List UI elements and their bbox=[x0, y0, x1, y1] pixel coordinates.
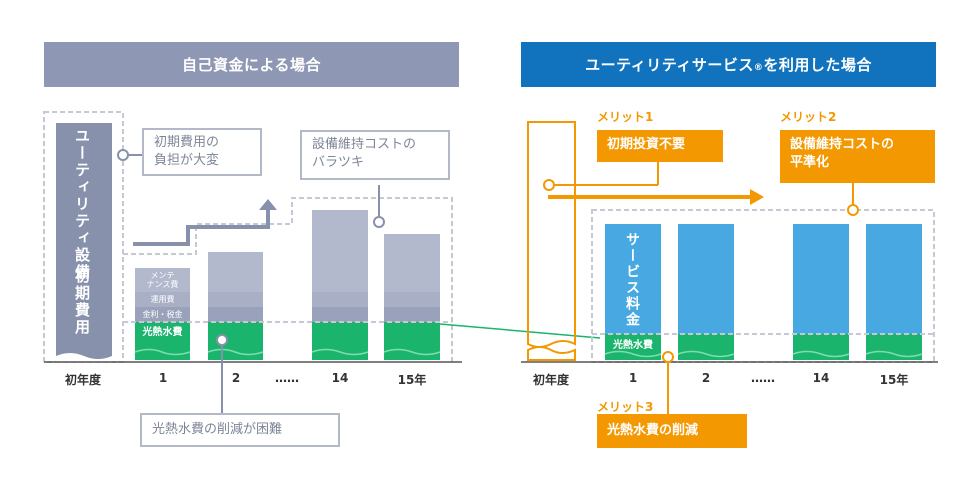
left-axis-2: 2 bbox=[231, 371, 241, 385]
left-header-text: 自己資金による場合 bbox=[181, 56, 322, 74]
bar1-operation bbox=[135, 292, 190, 307]
merit3-label: メリット3 bbox=[597, 400, 654, 414]
left-axis-15: 15年 bbox=[397, 373, 427, 387]
right-header: ユーティリティサービス®を利用した場合 bbox=[521, 42, 936, 87]
merit2-badge: 設備維持コストの 平準化 bbox=[780, 130, 935, 183]
merit1-label: メリット1 bbox=[597, 110, 654, 124]
service-bar-14 bbox=[793, 224, 849, 334]
connector-line bbox=[439, 323, 601, 339]
right-axis-ellipsis: …… bbox=[751, 371, 775, 385]
service-fee-label: サービス料金 bbox=[624, 232, 640, 328]
left-axis-ellipsis: …… bbox=[275, 371, 299, 385]
bar1-maintenance bbox=[135, 268, 190, 292]
callout-initial-burden: 初期費用の 負担が大変 bbox=[142, 128, 262, 176]
segment-operation-label: 運用費 bbox=[150, 295, 175, 304]
bar15-upper bbox=[384, 234, 440, 292]
initial-cost-bar bbox=[56, 123, 112, 360]
left-axis-initial: 初年度 bbox=[64, 373, 101, 387]
bar15-operation bbox=[384, 292, 440, 307]
bar2-interest bbox=[208, 307, 263, 322]
right-axis-1: 1 bbox=[628, 371, 638, 385]
right-axis-2: 2 bbox=[701, 371, 711, 385]
merit-arrow-head bbox=[750, 189, 764, 205]
initial-cost-label-2: 初期費用 bbox=[73, 268, 91, 336]
right-header-text: ユーティリティサービス bbox=[585, 56, 754, 74]
right-utility-label: 光熱水費 bbox=[613, 339, 653, 351]
cost-step-frame bbox=[123, 197, 453, 362]
left-diagram bbox=[43, 111, 462, 413]
service-bar-1 bbox=[605, 224, 661, 334]
left-header: 自己資金による場合 bbox=[44, 42, 459, 87]
merit2-label: メリット2 bbox=[780, 110, 837, 124]
merit3-badge: 光熱水費の削減 bbox=[597, 414, 747, 448]
bar1-interest bbox=[135, 307, 190, 322]
step-arrow-head bbox=[259, 199, 277, 210]
merit1-badge: 初期投資不要 bbox=[597, 130, 723, 162]
callout-maintenance-variance: 設備維持コストの バラツキ bbox=[300, 130, 450, 180]
segment-maintenance-label: メンテ ナンス費 bbox=[146, 271, 179, 289]
initial-cost-bar-wave bbox=[56, 353, 112, 362]
segment-interest-label: 金利・税金 bbox=[142, 310, 183, 319]
service-bar-15 bbox=[866, 224, 922, 334]
callout-utility-difficult: 光熱水費の削減が困難 bbox=[140, 413, 340, 447]
bar2-operation bbox=[208, 292, 263, 307]
bar14-upper bbox=[312, 210, 368, 292]
right-axis-initial: 初年度 bbox=[532, 373, 569, 387]
left-axis-1: 1 bbox=[158, 371, 168, 385]
initial-zero-frame bbox=[527, 121, 576, 348]
segment-utility-label: 光熱水費 bbox=[142, 326, 183, 338]
right-axis-14: 14 bbox=[812, 371, 830, 385]
right-axis-15: 15年 bbox=[879, 373, 909, 387]
bar14-interest bbox=[312, 307, 368, 322]
left-axis-14: 14 bbox=[331, 371, 349, 385]
bar15-interest bbox=[384, 307, 440, 322]
bar2-upper bbox=[208, 252, 263, 292]
right-header-suffix: を利用した場合 bbox=[763, 56, 872, 74]
service-bar-2 bbox=[678, 224, 734, 334]
step-arrow bbox=[133, 207, 270, 246]
initial-cost-label: ユーティリティ設備 bbox=[73, 128, 91, 281]
registered-mark: ® bbox=[753, 62, 764, 73]
bar14-operation bbox=[312, 292, 368, 307]
